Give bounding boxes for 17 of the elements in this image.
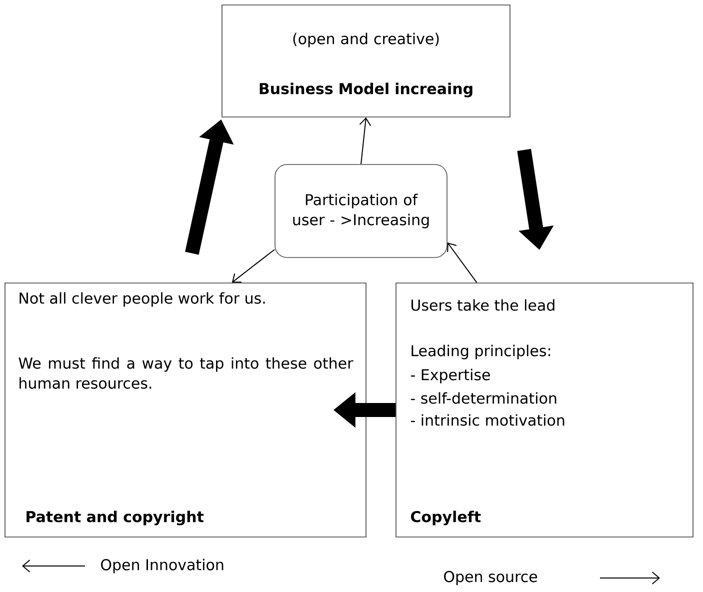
rounded-box: Participation of user - >Increasing bbox=[274, 164, 448, 258]
body-text: - self-determination bbox=[410, 392, 556, 404]
box-title: Patent and copyright bbox=[26, 510, 204, 526]
body-text: (open and creative) bbox=[293, 32, 439, 48]
body-text: Leading principles: bbox=[412, 344, 550, 360]
box-title: Copyleft bbox=[410, 510, 481, 526]
arrow bbox=[447, 242, 478, 284]
arrow bbox=[359, 117, 372, 165]
label-text: Open Innovation bbox=[101, 558, 224, 574]
label-text: Open source bbox=[444, 570, 538, 586]
body-text: - intrinsic motivation bbox=[410, 414, 564, 426]
body-text: - Expertise bbox=[410, 368, 490, 384]
body-text: We must find a way to tap into these other human resources. bbox=[18, 357, 354, 389]
arrow bbox=[232, 248, 276, 283]
box-title: Business Model increaing bbox=[260, 82, 472, 98]
body-text: Users take the lead bbox=[412, 299, 554, 311]
body-text: Not all clever people work for us. bbox=[20, 292, 265, 307]
